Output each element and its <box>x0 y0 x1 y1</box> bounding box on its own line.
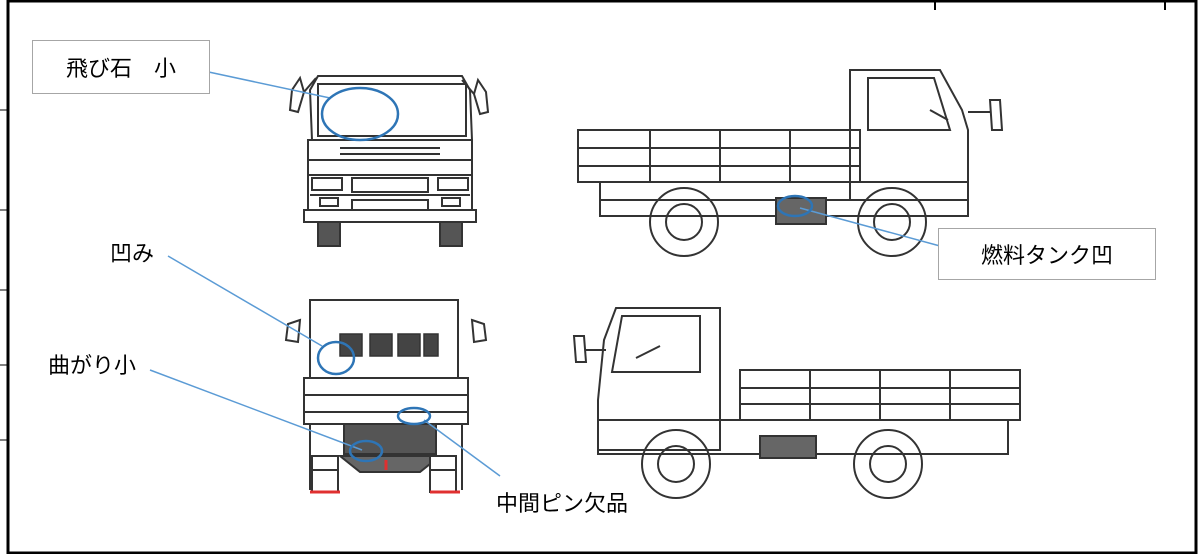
leader-bend <box>149 369 363 451</box>
marker-pin <box>396 406 432 426</box>
marker-dent <box>316 340 356 376</box>
truck-side-left-icon <box>572 307 1021 499</box>
leader-fuel-tank <box>799 207 941 247</box>
leader-lines <box>149 67 941 477</box>
leader-dent <box>167 255 323 347</box>
label-fuel-tank-dent-text: 燃料タンク凹 <box>980 244 1113 269</box>
damage-markers <box>316 86 814 463</box>
label-middle-pin-missing: 中間ピン欠品 <box>496 486 628 518</box>
label-dent: 凹み <box>110 236 154 268</box>
label-chip-small: 飛び石 小 <box>32 40 210 94</box>
label-dent-text: 凹み <box>110 242 155 267</box>
label-bend-small: 曲がり小 <box>48 348 136 380</box>
marker-chip <box>320 86 400 142</box>
label-middle-pin-missing-text: 中間ピン欠品 <box>496 492 629 517</box>
truck-front-icon <box>288 75 490 247</box>
label-bend-small-text: 曲がり小 <box>48 354 137 379</box>
label-chip-small-text: 飛び石 小 <box>65 57 176 82</box>
marker-bend <box>348 439 384 463</box>
rear-red-accents <box>310 460 460 494</box>
label-fuel-tank-dent: 燃料タンク凹 <box>938 228 1156 280</box>
leader-chip <box>189 67 331 99</box>
leader-pin <box>423 419 501 477</box>
truck-side-right-icon <box>577 69 1004 257</box>
marker-fuel-tank <box>776 194 814 218</box>
